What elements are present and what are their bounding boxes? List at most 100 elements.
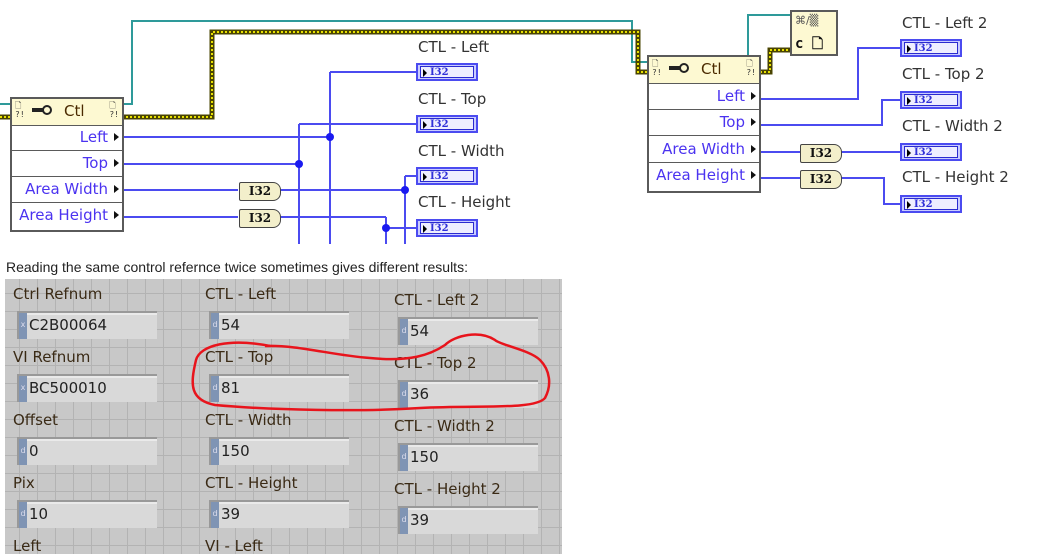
to-i32-conversion[interactable]: I32 (239, 182, 281, 201)
indicator-label: CTL - Top (205, 348, 274, 366)
indicator-label: Pix (13, 474, 35, 492)
refnum-out-icon: 🗋?! (746, 59, 756, 77)
indicator-label: CTL - Top 2 (902, 65, 985, 83)
output-arrow-icon (114, 159, 119, 167)
to-i32-conversion[interactable]: I32 (239, 209, 281, 228)
radix-icon[interactable]: d (400, 508, 408, 534)
indicator-label: Offset (13, 411, 59, 429)
property-top[interactable]: Top (649, 110, 759, 136)
key-icon (669, 63, 689, 73)
indicator-value: 54 (221, 316, 241, 334)
radix-icon[interactable]: d (400, 382, 408, 408)
to-i32-conversion[interactable]: I32 (800, 170, 842, 189)
radix-icon[interactable]: d (211, 502, 219, 528)
close-reference-node[interactable]: ⌘/▒ c 🗋 (790, 10, 838, 56)
radix-icon[interactable]: x (19, 313, 27, 339)
indicator-value: BC500010 (29, 379, 107, 397)
radix-icon[interactable]: d (400, 445, 408, 471)
indicator-type: I32 (904, 198, 958, 210)
property-label: Area Width (662, 140, 745, 158)
refnum-wire[interactable] (747, 14, 790, 62)
indicator-label: CTL - Width (418, 142, 505, 160)
property-label: Left (79, 128, 108, 146)
radix-icon[interactable]: d (400, 319, 408, 345)
indicator-label: CTL - Height 2 (394, 480, 501, 498)
property-top[interactable]: Top (12, 151, 122, 177)
indicator-label: CTL - Width 2 (394, 417, 495, 435)
indicator-type: I32 (904, 146, 958, 158)
wire-junctions (295, 133, 409, 232)
refnum-in-icon: 🗋?! (652, 59, 662, 77)
indicator-label: Left (13, 537, 42, 554)
indicator-ctl-width-2[interactable]: I32 (900, 143, 962, 161)
indicator-label: CTL - Height (418, 193, 511, 211)
radix-icon[interactable]: x (19, 376, 27, 402)
property-left[interactable]: Left (12, 125, 122, 151)
radix-icon[interactable]: d (19, 439, 27, 465)
indicator-ctl-top[interactable]: I32 (416, 115, 478, 133)
property-label: Area Height (656, 166, 745, 184)
output-arrow-icon (114, 211, 119, 219)
indicator-ctl-left-2[interactable]: I32 (900, 39, 962, 57)
indicator-value: 36 (410, 385, 430, 403)
property-label: Area Width (25, 180, 108, 198)
indicator-type: I32 (420, 222, 474, 234)
indicator-type: I32 (904, 42, 958, 54)
indicator-label: CTL - Left (205, 285, 277, 303)
radix-icon[interactable]: d (211, 376, 219, 402)
output-arrow-icon (114, 133, 119, 141)
property-area-width[interactable]: Area Width (649, 137, 759, 163)
indicator-ctl-width[interactable]: I32 (416, 167, 478, 185)
indicator-type: I32 (904, 94, 958, 106)
radix-icon[interactable]: d (211, 439, 219, 465)
error-wire[interactable] (0, 29, 790, 120)
indicator-value: 54 (410, 322, 430, 340)
refnum-in-icon: 🗋?! (15, 101, 25, 119)
radix-icon[interactable]: d (19, 502, 27, 528)
property-label: Area Height (19, 206, 108, 224)
property-label: Top (82, 154, 108, 172)
indicator-label: CTL - Height (205, 474, 298, 492)
output-arrow-icon (114, 185, 119, 193)
indicator-label: CTL - Left (418, 38, 490, 56)
indicator-ctl-height[interactable]: I32 (416, 219, 478, 237)
refnum-out-icon: 🗋?! (109, 101, 119, 119)
indicator-value: 10 (29, 505, 49, 523)
output-arrow-icon (751, 92, 756, 100)
int-wires-group-2[interactable] (760, 47, 900, 205)
indicator-value: C2B00064 (29, 316, 108, 334)
property-node-1[interactable]: 🗋?! Ctl 🗋?! Left Top Area Width Area Hei… (10, 97, 124, 232)
property-node-2[interactable]: 🗋?! Ctl 🗋?! Left Top Area Width Area Hei… (647, 55, 761, 193)
refnum-wire[interactable] (122, 20, 648, 105)
property-left[interactable]: Left (649, 84, 759, 110)
indicator-type: I32 (420, 170, 474, 182)
indicator-ctl-left[interactable]: I32 (416, 63, 478, 81)
indicator-ctl-height-2[interactable]: I32 (900, 195, 962, 213)
indicator-value: 81 (221, 379, 241, 397)
property-node-class: Ctl (64, 102, 85, 120)
property-node-header: 🗋?! Ctl 🗋?! (12, 99, 122, 126)
property-area-height[interactable]: Area Height (649, 163, 759, 189)
close-reference-icon: ⌘/▒ (795, 14, 819, 27)
int-wires-group-1[interactable] (122, 71, 416, 244)
indicator-ctl-top-2[interactable]: I32 (900, 91, 962, 109)
indicator-label: CTL - Top 2 (394, 354, 477, 372)
property-area-width[interactable]: Area Width (12, 177, 122, 203)
property-area-height[interactable]: Area Height (12, 203, 122, 229)
indicator-label: VI - Left (205, 537, 263, 554)
radix-icon[interactable]: d (211, 313, 219, 339)
to-i32-conversion[interactable]: I32 (800, 144, 842, 163)
